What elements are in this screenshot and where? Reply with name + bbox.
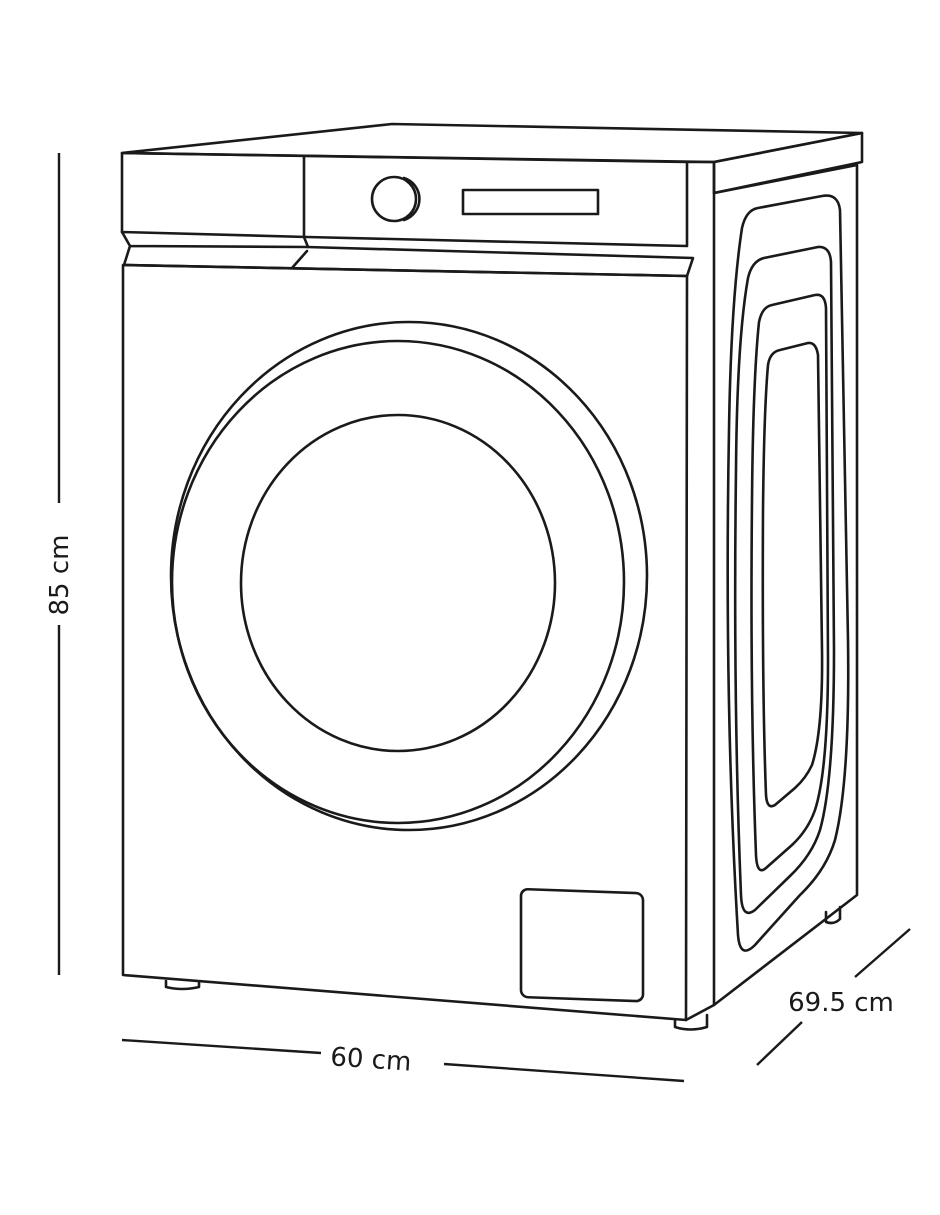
program-knob-rim: [402, 176, 421, 222]
detergent-drawer-divider: [302, 155, 310, 249]
side-emboss-outer: [726, 194, 850, 952]
foot-rear-right: [824, 905, 842, 925]
side-panel: [712, 163, 859, 1007]
depth-dimension-line-bottom: [756, 1021, 803, 1066]
depth-label: 69.5 cm: [788, 988, 894, 1018]
machine-top-surface: [120, 122, 864, 164]
control-panel: [120, 151, 689, 248]
front-right-edge: [684, 160, 716, 1022]
width-dimension-line-left: [121, 1038, 322, 1055]
washing-machine-drawing: [120, 122, 864, 1031]
width-label: 60 cm: [329, 1042, 412, 1077]
width-dimension: 60 cm: [121, 1038, 685, 1083]
door-inner-ring: [170, 339, 626, 825]
height-label: 85 cm: [45, 535, 75, 616]
side-emboss-third: [750, 293, 830, 872]
side-emboss-inner: [761, 341, 824, 808]
door-glass: [239, 413, 557, 753]
filter-service-hatch: [519, 887, 645, 1003]
foot-front-left: [164, 979, 201, 991]
program-knob: [370, 175, 418, 223]
depth-dimension-line-top: [854, 928, 911, 978]
front-panel: [121, 263, 689, 1022]
side-emboss-second: [733, 245, 836, 915]
machine-top-right-rim: [712, 131, 864, 195]
width-dimension-line-right: [443, 1062, 685, 1083]
panel-bevel-notch: [290, 249, 309, 270]
foot-front-right: [673, 1013, 709, 1031]
height-dimension: 85 cm: [45, 153, 75, 975]
depth-dimension: 69.5 cm: [756, 928, 911, 1066]
display-panel: [461, 188, 600, 216]
